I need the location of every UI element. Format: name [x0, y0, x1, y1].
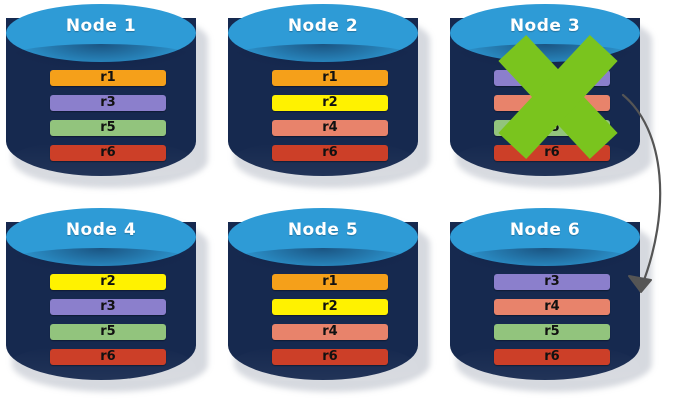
- replica-bar[interactable]: r6: [494, 145, 610, 161]
- replica-bar[interactable]: r1: [272, 274, 388, 290]
- replica-bar-list: r1 r3 r5 r6: [50, 70, 166, 161]
- node-title: Node 6: [509, 220, 581, 240]
- replica-bar[interactable]: r5: [494, 120, 610, 136]
- replica-bar[interactable]: r2: [272, 95, 388, 111]
- replica-bar[interactable]: r2: [50, 274, 166, 290]
- replica-bar[interactable]: r3: [494, 274, 610, 290]
- replica-bar[interactable]: r6: [272, 349, 388, 365]
- node-cylinder-1[interactable]: Node 1 r1 r3 r5 r6: [6, 4, 210, 190]
- node-cylinder-6[interactable]: Node 6 r3 r4 r5 r6: [450, 208, 654, 394]
- replica-bar[interactable]: r6: [494, 349, 610, 365]
- node-cylinder-5[interactable]: Node 5 r1 r2 r4 r6: [228, 208, 432, 394]
- replica-bar[interactable]: r5: [50, 324, 166, 340]
- replica-bar[interactable]: r5: [494, 324, 610, 340]
- node-title: Node 4: [65, 220, 137, 240]
- node-cylinder-3[interactable]: Node 3 r3 r4 r5 r6: [450, 4, 654, 190]
- replica-bar[interactable]: r1: [272, 70, 388, 86]
- replica-bar[interactable]: r4: [272, 120, 388, 136]
- replica-bar-list: r2 r3 r5 r6: [50, 274, 166, 365]
- node-title: Node 1: [65, 16, 137, 36]
- replica-bar-list: r3 r4 r5 r6: [494, 70, 610, 161]
- replica-bar-list: r1 r2 r4 r6: [272, 274, 388, 365]
- replica-bar-list: r1 r2 r4 r6: [272, 70, 388, 161]
- replica-bar[interactable]: r3: [50, 299, 166, 315]
- replica-bar[interactable]: r1: [50, 70, 166, 86]
- replica-bar-list: r3 r4 r5 r6: [494, 274, 610, 365]
- replica-bar[interactable]: r6: [272, 145, 388, 161]
- replica-bar[interactable]: r6: [50, 349, 166, 365]
- node-cylinder-4[interactable]: Node 4 r2 r3 r5 r6: [6, 208, 210, 394]
- replica-bar[interactable]: r3: [50, 95, 166, 111]
- replica-bar[interactable]: r4: [494, 95, 610, 111]
- node-title: Node 2: [287, 16, 359, 36]
- replica-bar[interactable]: r4: [272, 324, 388, 340]
- replica-bar[interactable]: r3: [494, 70, 610, 86]
- node-cylinder-2[interactable]: Node 2 r1 r2 r4 r6: [228, 4, 432, 190]
- replica-bar[interactable]: r2: [272, 299, 388, 315]
- node-title: Node 3: [509, 16, 581, 36]
- replica-bar[interactable]: r5: [50, 120, 166, 136]
- node-title: Node 5: [287, 220, 359, 240]
- replica-bar[interactable]: r4: [494, 299, 610, 315]
- replica-bar[interactable]: r6: [50, 145, 166, 161]
